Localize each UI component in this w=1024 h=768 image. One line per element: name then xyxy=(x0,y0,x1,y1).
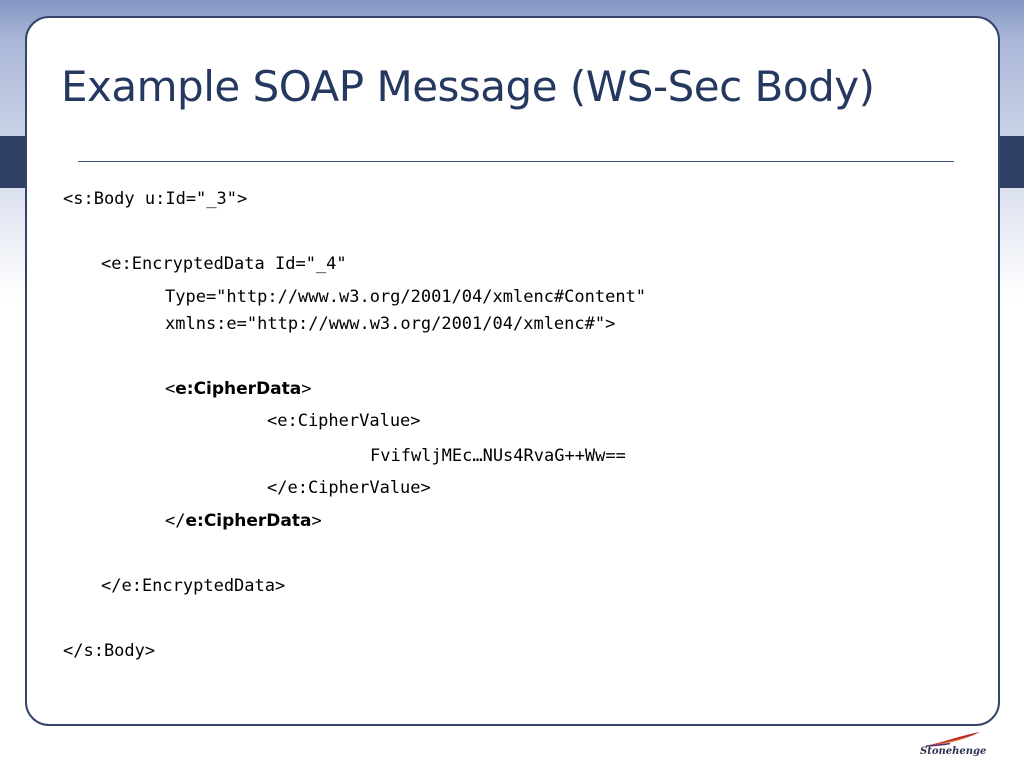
code-encrypteddata-open: <e:EncryptedData Id="_4" xyxy=(101,254,347,274)
code-cipherdata-close-prefix: </ xyxy=(165,511,186,531)
code-ciphervalue-open: <e:CipherValue> xyxy=(267,411,421,431)
code-ciphervalue-text: FvifwljMEc…NUs4RvaG++Ww== xyxy=(370,446,626,466)
feather-icon xyxy=(925,732,980,747)
code-ciphervalue-close: </e:CipherValue> xyxy=(267,478,431,498)
slide-title: Example SOAP Message (WS-Sec Body) xyxy=(61,62,875,111)
logo-text: Stonehenge xyxy=(920,746,987,757)
code-cipherdata-close: </e:CipherData> xyxy=(165,508,322,535)
code-encrypteddata-close: </e:EncryptedData> xyxy=(101,576,286,596)
code-cipherdata-open-name: e:CipherData xyxy=(175,379,302,399)
code-cipherdata-open-suffix: > xyxy=(301,379,312,399)
code-cipherdata-open: <e:CipherData> xyxy=(165,376,312,403)
code-cipherdata-close-suffix: > xyxy=(311,511,322,531)
code-body-close: </s:Body> xyxy=(63,641,156,661)
code-xmlns-attribute: xmlns:e="http://www.w3.org/2001/04/xmlen… xyxy=(165,314,616,334)
code-body-open: <s:Body u:Id="_3"> xyxy=(63,189,248,209)
stonehenge-logo: Stonehenge xyxy=(920,730,988,762)
slide-frame xyxy=(25,16,1000,726)
title-divider-line xyxy=(78,161,954,162)
code-cipherdata-open-prefix: < xyxy=(165,379,176,399)
code-cipherdata-close-name: e:CipherData xyxy=(185,511,312,531)
code-type-attribute: Type="http://www.w3.org/2001/04/xmlenc#C… xyxy=(165,287,647,307)
title-divider-pill xyxy=(52,137,972,187)
